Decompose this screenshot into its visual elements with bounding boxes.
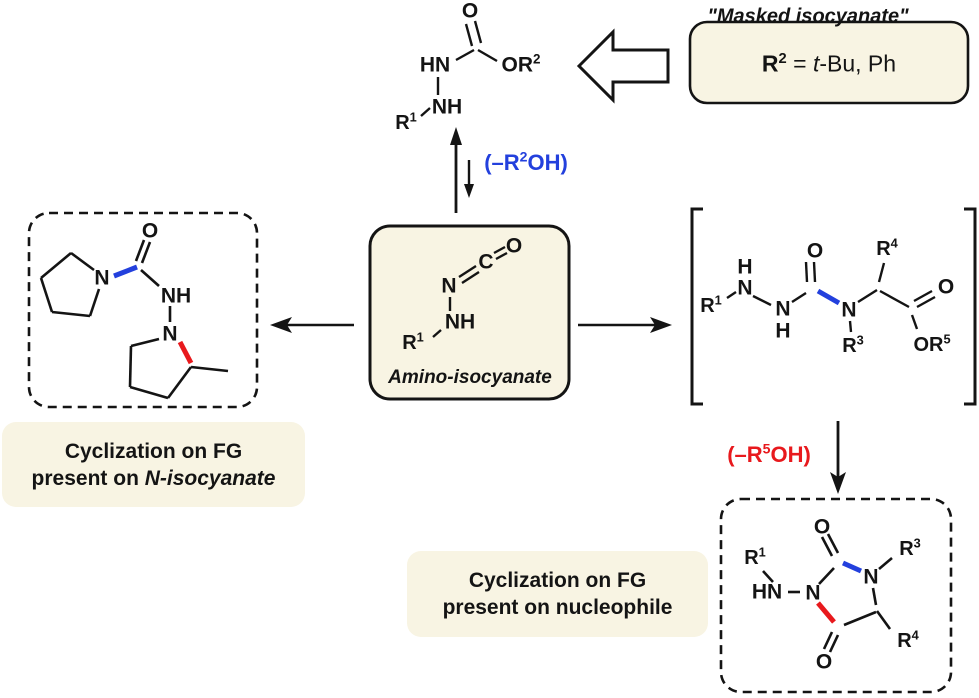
highlight-bond-blue-left: [113, 264, 138, 279]
bottom-product-dashed-box: [719, 497, 953, 694]
hydantoin-R1-label: R1: [744, 544, 766, 569]
down-arrow: [830, 421, 846, 494]
carbazate-OR2-label: OR2: [501, 51, 541, 77]
leftprod-O-label: O: [141, 219, 159, 243]
intermediate-R1-label: R1: [700, 292, 722, 317]
intermediate-N3-label: N: [841, 298, 857, 322]
intermediate-N1-label: N: [737, 276, 753, 300]
intermediate-bonds: [726, 261, 936, 333]
aminoiso-NH-label: NH: [444, 310, 476, 334]
brackets: [690, 207, 977, 406]
intermediate-OR5-label: OR5: [913, 331, 951, 356]
leftprod-N-label: N: [94, 266, 110, 290]
left-arrowhead-icon: [270, 317, 292, 333]
carbazate-O-label: O: [461, 0, 479, 23]
hydantoin-N1-label: N: [863, 565, 879, 589]
hydantoin-Obot-label: O: [815, 650, 833, 674]
hydantoin-N3-label: N: [805, 581, 821, 605]
left-product-bonds: [39, 239, 229, 400]
amino-isocyanate-box: [368, 224, 571, 401]
reaction-arrows: [270, 317, 672, 333]
right-bracket: [964, 207, 977, 406]
leftprod-N2-label: N: [162, 322, 178, 346]
left-caption-box: Cyclization on FG present on N-isocyanat…: [2, 422, 305, 507]
intermediate-O-label: O: [806, 239, 824, 263]
carbazate-R1-label: R1: [395, 109, 417, 134]
hydantoin-R4-label: R4: [897, 627, 919, 652]
highlight-bond-red-hydantoin: [816, 601, 836, 624]
leftprod-NH-label: NH: [160, 284, 192, 308]
up-arrowhead-icon: [450, 127, 462, 145]
highlight-bond-red-left: [177, 340, 194, 365]
intermediate-N2-label: N: [775, 297, 791, 321]
bottom-caption-line1: Cyclization on FG: [468, 569, 647, 592]
hydantoin-R3-label: R3: [899, 535, 921, 560]
aminoiso-N-label: N: [441, 274, 457, 298]
intermediate-H1-label: H: [737, 255, 753, 279]
intermediate-R3-label: R3: [842, 332, 864, 357]
aminoiso-R1-label: R1: [402, 329, 424, 354]
bottom-caption-line2: present on nucleophile: [442, 596, 673, 619]
highlight-bond-blue-hydantoin: [841, 560, 863, 574]
panels: [368, 20, 970, 401]
minus-r2oh-label: (–R2OH): [484, 148, 568, 175]
aminoiso-O-label: O: [505, 234, 523, 258]
bottom-caption-box: Cyclization on FG present on nucleophile: [407, 551, 708, 637]
minus-r5oh-label: (–R5OH): [727, 440, 811, 467]
amino-isocyanate-caption: Amino-isocyanate: [388, 367, 552, 388]
intermediate-H2-label: H: [775, 319, 791, 343]
aminoiso-C-label: C: [478, 250, 494, 274]
left-bracket: [690, 207, 703, 406]
right-arrowhead-icon: [650, 317, 672, 333]
carbazate-NH-label: NH: [431, 95, 463, 119]
carbazate-bonds: [420, 20, 498, 117]
left-caption-line1: Cyclization on FG: [64, 439, 243, 463]
masked-isocyanate-box: [688, 20, 970, 105]
hydantoin-Otop-label: O: [813, 515, 831, 539]
equilibrium-arrows: [450, 127, 474, 213]
dashed-boxes: [27, 211, 953, 694]
highlight-bond-blue-intermediate: [816, 288, 841, 306]
intermediate-R4-label: R4: [876, 235, 898, 260]
block-arrow-left-icon: [576, 28, 670, 104]
hydantoin-HN-label: HN: [751, 580, 783, 604]
amino-isocyanate-bonds: [432, 245, 508, 338]
masked-isocyanate-formula: R2 = t-Bu, Ph: [761, 50, 897, 77]
left-product-dashed-box: [27, 211, 259, 409]
down-arrowhead-icon: [464, 184, 474, 198]
masked-isocyanate-title: "Masked isocyanate": [707, 5, 909, 28]
carbazate-HN-label: HN: [419, 53, 451, 77]
hydantoin-bonds: [762, 533, 893, 653]
down-arrowhead2-icon: [830, 472, 846, 494]
intermediate-ester-O-label: O: [937, 275, 955, 299]
left-caption-line2: present on N-isocyanate: [31, 466, 276, 490]
